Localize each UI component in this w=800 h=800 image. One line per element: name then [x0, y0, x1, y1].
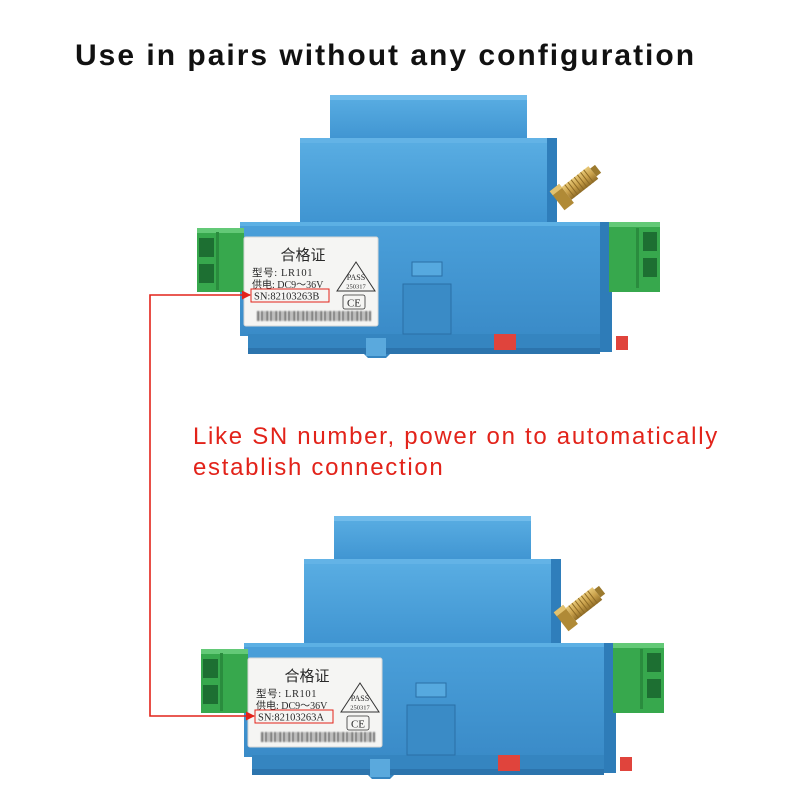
terminal-divider: [220, 653, 223, 711]
terminal-top-face: [201, 649, 248, 654]
terminal-block-right: [613, 643, 664, 713]
terminal-wire-slot: [643, 232, 657, 251]
label-model: 型号: LR101: [256, 687, 317, 700]
antenna-tip: [590, 164, 602, 177]
terminal-wire-slot: [203, 685, 218, 704]
antenna-threads: [568, 590, 598, 619]
label-heading: 合格证: [280, 247, 325, 264]
housing-middle-side: [547, 138, 557, 224]
housing-middle-block: [300, 138, 557, 224]
din-rail-shadow: [252, 769, 604, 775]
sn-highlight-box: [254, 709, 334, 724]
terminal-divider: [640, 649, 643, 709]
din-clip-step: [370, 759, 390, 777]
barcode: [256, 311, 372, 321]
ce-mark: CE: [347, 298, 361, 310]
label-background: [243, 236, 379, 327]
label-sn: SN:82103263B: [254, 292, 319, 303]
terminal-wire-slot: [203, 659, 218, 678]
terminal-block-right: [609, 222, 660, 292]
caption-line-1: Like SN number, power on to automaticall…: [193, 423, 719, 450]
label-background: [247, 657, 383, 748]
label-model: 型号: LR101: [252, 266, 313, 279]
housing-top-face: [330, 95, 527, 100]
housing-top-block: [330, 95, 527, 141]
label-heading: 合格证: [284, 668, 329, 685]
pairing-connector: [149, 290, 255, 721]
terminal-top-face: [197, 228, 244, 233]
housing-main-top-edge: [244, 643, 616, 647]
pass-text: PASS: [347, 273, 365, 282]
certificate-label: 合格证 型号: LR101 供电: DC9～36V SN:82103263B P…: [243, 236, 379, 327]
red-clip: [498, 755, 520, 771]
antenna-body: [565, 587, 603, 621]
terminal-wire-slot: [199, 238, 214, 257]
sn-highlight-box: [250, 288, 330, 303]
terminal-top-face: [609, 222, 660, 227]
page-title: Use in pairs without any configuration: [75, 39, 697, 72]
terminal-wire-slot: [199, 264, 214, 283]
label-sn: SN:82103263A: [258, 713, 324, 724]
device-top: 合格证 型号: LR101 供电: DC9～36V SN:82103263B P…: [197, 95, 660, 358]
din-rail-base: [252, 755, 604, 779]
antenna-nut-highlight: [553, 604, 567, 617]
pass-code: 250317: [346, 284, 366, 291]
housing-notch: [411, 261, 443, 277]
red-clip: [616, 336, 628, 350]
terminal-wire-slot: [647, 653, 661, 672]
terminal-wire-slot: [643, 258, 657, 277]
label-power: 供电: DC9～36V: [252, 278, 324, 291]
certificate-label: 合格证 型号: LR101 供电: DC9～36V SN:82103263A P…: [247, 657, 383, 748]
din-rail-shadow: [248, 348, 600, 354]
housing-top-face: [334, 516, 531, 521]
device-bottom: 合格证 型号: LR101 供电: DC9～36V SN:82103263A P…: [201, 516, 664, 779]
terminal-top-face: [613, 643, 664, 648]
terminal-wire-slot: [647, 679, 661, 698]
antenna-connector: [549, 164, 602, 211]
housing-top-block: [334, 516, 531, 562]
din-rail-base: [248, 334, 600, 358]
terminal-block-left: [201, 649, 248, 713]
terminal-divider: [216, 232, 219, 290]
red-clip: [494, 334, 516, 350]
connector-arrow-top: [149, 290, 251, 505]
antenna-connector: [553, 585, 606, 632]
pass-triangle: [336, 261, 376, 292]
housing-middle-face: [304, 559, 551, 564]
terminal-divider: [636, 228, 639, 288]
pass-triangle: [340, 682, 380, 713]
din-clip-step: [366, 338, 386, 356]
housing-channel: [402, 283, 452, 335]
housing-middle-side: [551, 559, 561, 645]
housing-channel: [406, 704, 456, 756]
antenna-threads: [564, 169, 594, 198]
housing-notch: [415, 682, 447, 698]
pass-text: PASS: [351, 694, 369, 703]
antenna-nut-highlight: [549, 183, 563, 196]
ce-mark-box: [346, 715, 370, 731]
housing-main-top-edge: [240, 222, 612, 226]
caption-line-2: establish connection: [193, 454, 445, 481]
label-power: 供电: DC9～36V: [256, 699, 328, 712]
barcode: [260, 732, 376, 742]
housing-middle-face: [300, 138, 547, 143]
antenna-body: [561, 166, 599, 200]
red-clip: [620, 757, 632, 771]
ce-mark: CE: [351, 719, 365, 731]
connector-arrow-bottom: [149, 505, 255, 721]
pass-code: 250317: [350, 705, 370, 712]
antenna-tip: [594, 585, 606, 598]
terminal-block-left: [197, 228, 244, 292]
ce-mark-box: [342, 294, 366, 310]
housing-middle-block: [304, 559, 561, 645]
